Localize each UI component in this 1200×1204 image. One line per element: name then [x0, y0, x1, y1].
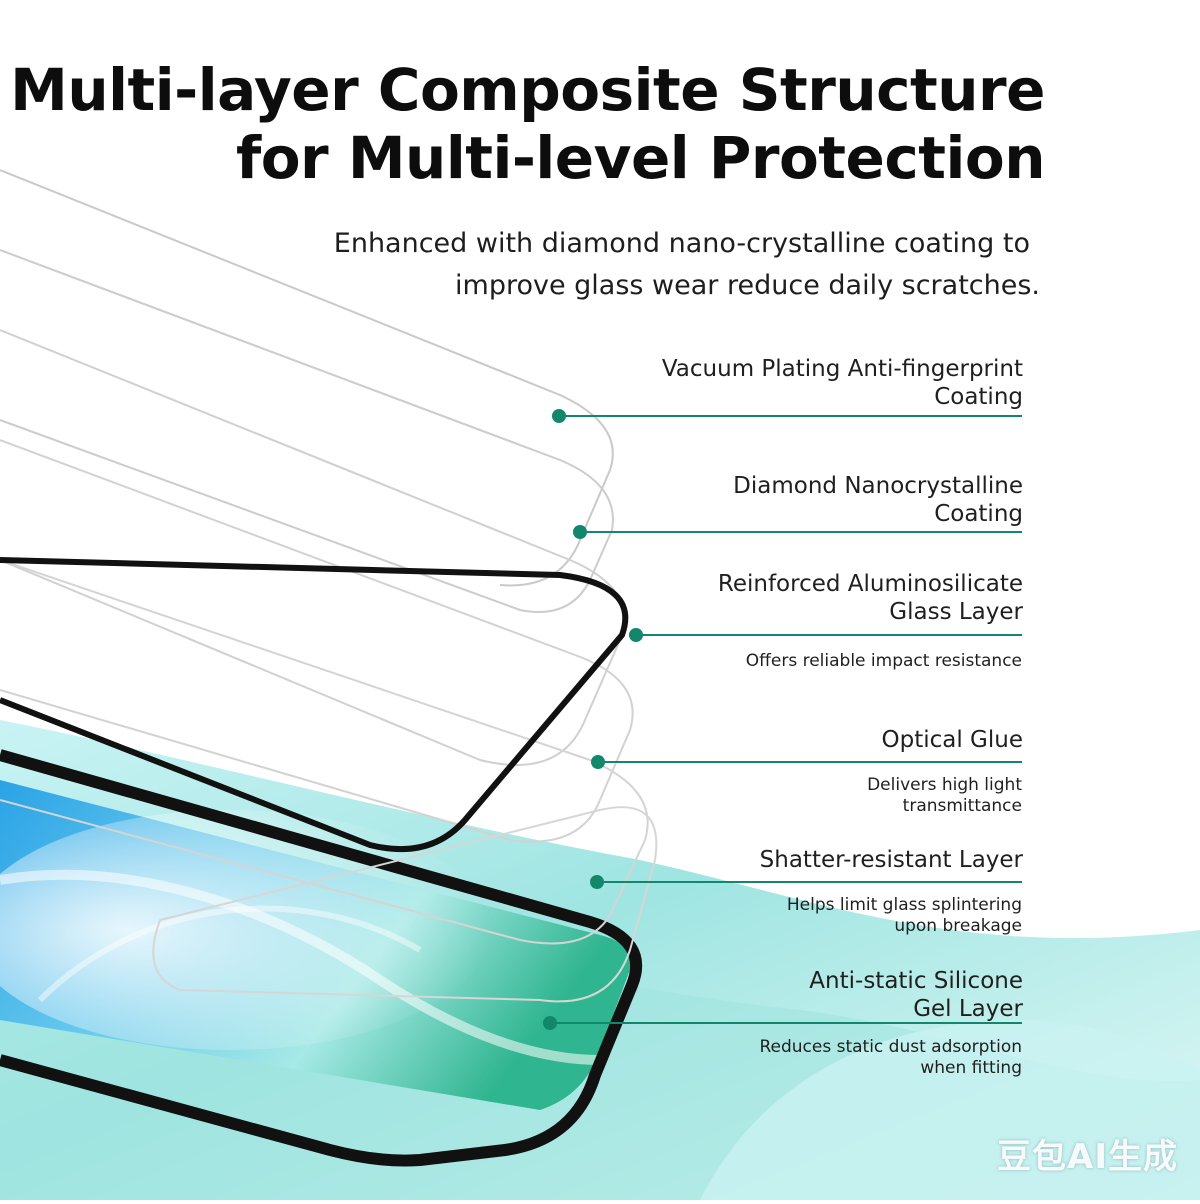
layer-outline-1 [0, 169, 614, 587]
subtitle-line-2: improve glass wear reduce daily scratche… [455, 270, 1040, 301]
layer-outline-4 [0, 439, 634, 843]
layer-4-desc-line-2: transmittance [902, 796, 1022, 816]
layer-1-name-line-1: Vacuum Plating Anti-fingerprint [661, 356, 1023, 382]
leader-lines [543, 409, 1022, 1030]
screen-glow [0, 810, 490, 1050]
layer-4-desc-line-1: Delivers high light [867, 775, 1022, 795]
layer-3-name-line-2: Glass Layer [889, 599, 1023, 625]
subtitle-line-1: Enhanced with diamond nano-crystalline c… [333, 228, 1030, 259]
layer-outline-5 [0, 559, 649, 945]
layer-outline-6 [152, 806, 658, 1003]
layer-6-name-line-1: Anti-static Silicone [809, 968, 1023, 994]
layer-1-name-line-2: Coating [934, 384, 1023, 410]
layer-5-name-line-1: Shatter-resistant Layer [759, 847, 1023, 873]
layer-outline-2 [0, 249, 614, 613]
layer-2-name-line-1: Diamond Nanocrystalline [733, 473, 1023, 499]
leader-dot-5 [590, 875, 604, 889]
layer-6-desc-line-1: Reduces static dust adsorption [759, 1037, 1022, 1057]
glass-black-frame [0, 557, 629, 853]
layer-3-name-line-1: Reinforced Aluminosilicate [717, 571, 1023, 597]
leader-dot-2 [573, 525, 587, 539]
layer-2-name-line-2: Coating [934, 501, 1023, 527]
layer-5-desc-line-2: upon breakage [894, 916, 1022, 936]
ai-generated-watermark: 豆包AI生成 [997, 1137, 1178, 1177]
headline-line-1: Multi-layer Composite Structure [10, 56, 1045, 124]
layer-3-desc-line-1: Offers reliable impact resistance [745, 651, 1022, 671]
layer-outline-3 [0, 329, 626, 766]
layer-5-desc-line-1: Helps limit glass splintering [786, 895, 1022, 915]
layer-6-name-line-2: Gel Layer [913, 996, 1023, 1022]
leader-dot-6 [543, 1016, 557, 1030]
layer-6-desc-line-2: when fitting [920, 1058, 1022, 1078]
leader-dot-4 [591, 755, 605, 769]
background-wave-3 [700, 1020, 1200, 1200]
headline-line-2: for Multi-level Protection [235, 124, 1046, 192]
leader-dot-3 [629, 628, 643, 642]
layer-4-name-line-1: Optical Glue [881, 727, 1024, 753]
leader-dot-1 [552, 409, 566, 423]
glass-layers [0, 169, 658, 1003]
